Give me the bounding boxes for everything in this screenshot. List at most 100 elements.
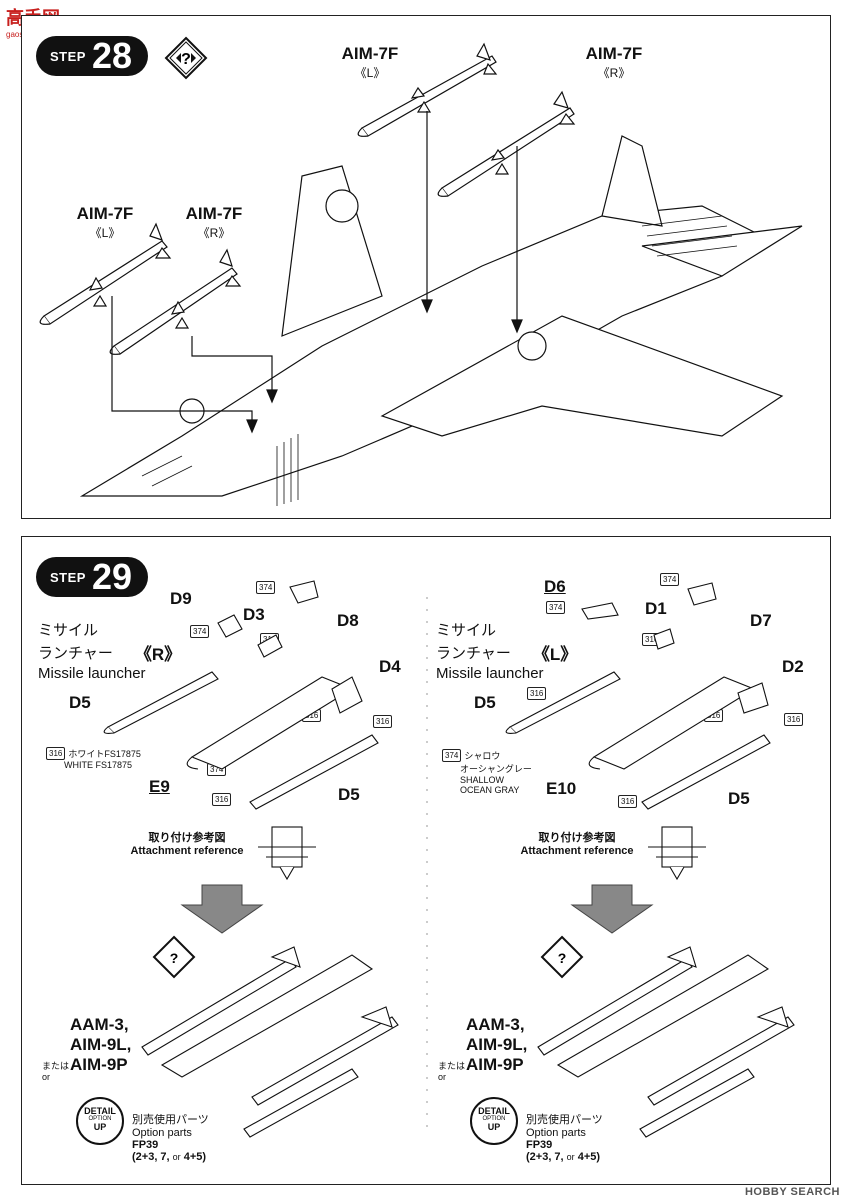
svg-text:?: ? <box>558 950 567 966</box>
missile-aim7f-l-top <box>357 42 498 137</box>
missile-name: AIM-7F <box>76 204 134 223</box>
part-e10-label: E10 <box>546 779 577 798</box>
step-word: STEP <box>50 48 86 64</box>
rotate-model-icon-left: ? <box>152 935 196 979</box>
launcher-jp-row: ランチャー 《R》 <box>38 640 181 665</box>
paint-code: 374 <box>256 581 276 594</box>
step28-panel: STEP 28 ? AIM-7F 《L》 AIM-7F 《R》 AIM-7F 《… <box>21 15 831 519</box>
detail-top: DETAIL <box>478 1106 510 1116</box>
launcher-r-title: ミサイル ランチャー 《R》 Missile launcher <box>38 619 181 682</box>
aircraft-tail-fin <box>601 135 663 227</box>
paint-note-jp: ホワイトFS17875 <box>68 749 141 759</box>
missile-name: AIM-7F <box>585 44 643 63</box>
attach-ref-drawing-right <box>648 826 706 881</box>
aircraft-stabilizer <box>641 225 803 277</box>
launcher-jp-row: ランチャー 《L》 <box>436 640 577 665</box>
option-parts-left: 別売使用パーツ Option parts FP39 (2+3, 7, or 4+… <box>132 1111 209 1163</box>
paint-code: 374 <box>660 573 680 586</box>
part-d5a-label: D5 <box>474 693 496 712</box>
part-d2-label: D2 <box>782 657 804 676</box>
detail-mid: OPTION <box>88 1116 112 1122</box>
option-missile-3: AIM-9P <box>70 1055 128 1074</box>
missile-name: AIM-7F <box>341 44 399 63</box>
missile-label-mid-right: AIM-7F 《R》 <box>174 204 254 241</box>
paint-code: 316 <box>373 715 393 728</box>
missile-side: 《R》 <box>597 66 631 80</box>
combo-post: 4+5) <box>577 1151 601 1163</box>
detail-bottom: UP <box>93 1122 107 1132</box>
part-code: FP39 <box>526 1139 553 1151</box>
aircraft-wing-left <box>281 165 383 337</box>
option-missile-2: AIM-9L, <box>70 1035 132 1054</box>
part-d4-label: D4 <box>379 657 401 676</box>
launcher-l-assembly <box>505 582 771 810</box>
step29-badge: STEP 29 <box>36 556 149 597</box>
missile-aim7f-l-left <box>39 222 172 325</box>
option-missile-1: AAM-3, <box>70 1015 129 1034</box>
or-jp: または <box>438 1061 466 1071</box>
step-word: STEP <box>50 569 86 585</box>
paint-code: 316 <box>46 747 66 760</box>
paint-code: 374 <box>190 625 210 638</box>
option-missiles-left: AAM-3, AIM-9L, AIM-9P <box>70 1015 131 1075</box>
missile-label-top-right: AIM-7F 《R》 <box>574 44 654 81</box>
paint-note-en: WHITE FS17875 <box>64 760 133 770</box>
paint-code: 316 <box>618 795 638 808</box>
down-arrow-right <box>570 884 654 934</box>
sold-jp: 別売使用パーツ <box>526 1114 603 1126</box>
paint-note-r: 316 ホワイトFS17875 WHITE FS17875 <box>46 747 141 770</box>
rotate-model-icon-right: ? <box>540 935 584 979</box>
aircraft-wing-right <box>380 315 784 437</box>
launcher-jp-line2: ランチャー <box>436 645 511 662</box>
missile-side: 《L》 <box>89 226 121 240</box>
part-e9-label: E9 <box>149 777 170 796</box>
launcher-jp-line1: ミサイル <box>38 622 99 639</box>
part-combo: (2+3, 7, or 4+5) <box>526 1151 603 1163</box>
launcher-l-title: ミサイル ランチャー 《L》 Missile launcher <box>436 619 577 682</box>
paint-note-jp1: シャロウ <box>464 751 501 761</box>
combo-pre: (2+3, 7, <box>526 1151 564 1163</box>
part-combo: (2+3, 7, or 4+5) <box>132 1151 209 1163</box>
sold-en: Option parts <box>526 1127 586 1139</box>
option-missile-2: AIM-9L, <box>466 1035 528 1054</box>
paint-code: 374 <box>442 749 462 762</box>
sold-jp: 別売使用パーツ <box>132 1114 209 1126</box>
or-en: or <box>42 1072 51 1082</box>
detail-top: DETAIL <box>84 1106 116 1116</box>
launcher-jp-line2: ランチャー <box>38 645 113 662</box>
paint-code: 374 <box>546 601 566 614</box>
paint-note-l: 374 シャロウ オーシャングレー SHALLOW OCEAN GRAY <box>442 749 532 795</box>
detail-mid: OPTION <box>482 1116 506 1122</box>
step29-panel: STEP 29 ミサイル ランチャー 《R》 Missile launcher … <box>21 536 831 1185</box>
or-en: or <box>438 1072 447 1082</box>
attach-ref-right: 取り付け参考図 Attachment reference <box>512 829 642 857</box>
option-missiles-drawing-right <box>537 946 795 1138</box>
launcher-jp-line1: ミサイル <box>436 622 497 639</box>
paint-note-jp2: オーシャングレー <box>460 764 532 774</box>
part-d5a-label: D5 <box>69 693 91 712</box>
launcher-side: 《R》 <box>134 645 182 664</box>
missile-name: AIM-7F <box>185 204 243 223</box>
option-or-right: または or <box>438 1059 465 1082</box>
step29-illustrations: ? ? <box>103 580 795 1138</box>
missile-label-top-left: AIM-7F 《L》 <box>330 44 410 81</box>
option-missile-3: AIM-9P <box>466 1055 524 1074</box>
part-d8-label: D8 <box>337 611 359 630</box>
step-number: 29 <box>91 556 133 597</box>
part-d5b-label: D5 <box>728 789 750 808</box>
paint-note-en2: OCEAN GRAY <box>460 785 520 795</box>
or-jp: または <box>42 1061 70 1071</box>
attach-ref-en: Attachment reference <box>130 845 244 857</box>
option-missiles-right: AAM-3, AIM-9L, AIM-9P <box>466 1015 527 1075</box>
missile-aim7f-r-left <box>109 248 242 355</box>
svg-text:?: ? <box>181 51 191 68</box>
step28-aircraft-illustration <box>39 42 803 506</box>
combo-or: or <box>566 1152 575 1162</box>
attach-ref-en: Attachment reference <box>520 845 634 857</box>
paint-code: 316 <box>784 713 804 726</box>
rotate-model-icon: ? <box>164 36 208 80</box>
footer-logo: HOBBY SEARCH <box>744 1186 840 1198</box>
paint-code: 316 <box>212 793 232 806</box>
launcher-r-assembly <box>103 580 379 810</box>
option-or-left: または or <box>42 1059 69 1082</box>
